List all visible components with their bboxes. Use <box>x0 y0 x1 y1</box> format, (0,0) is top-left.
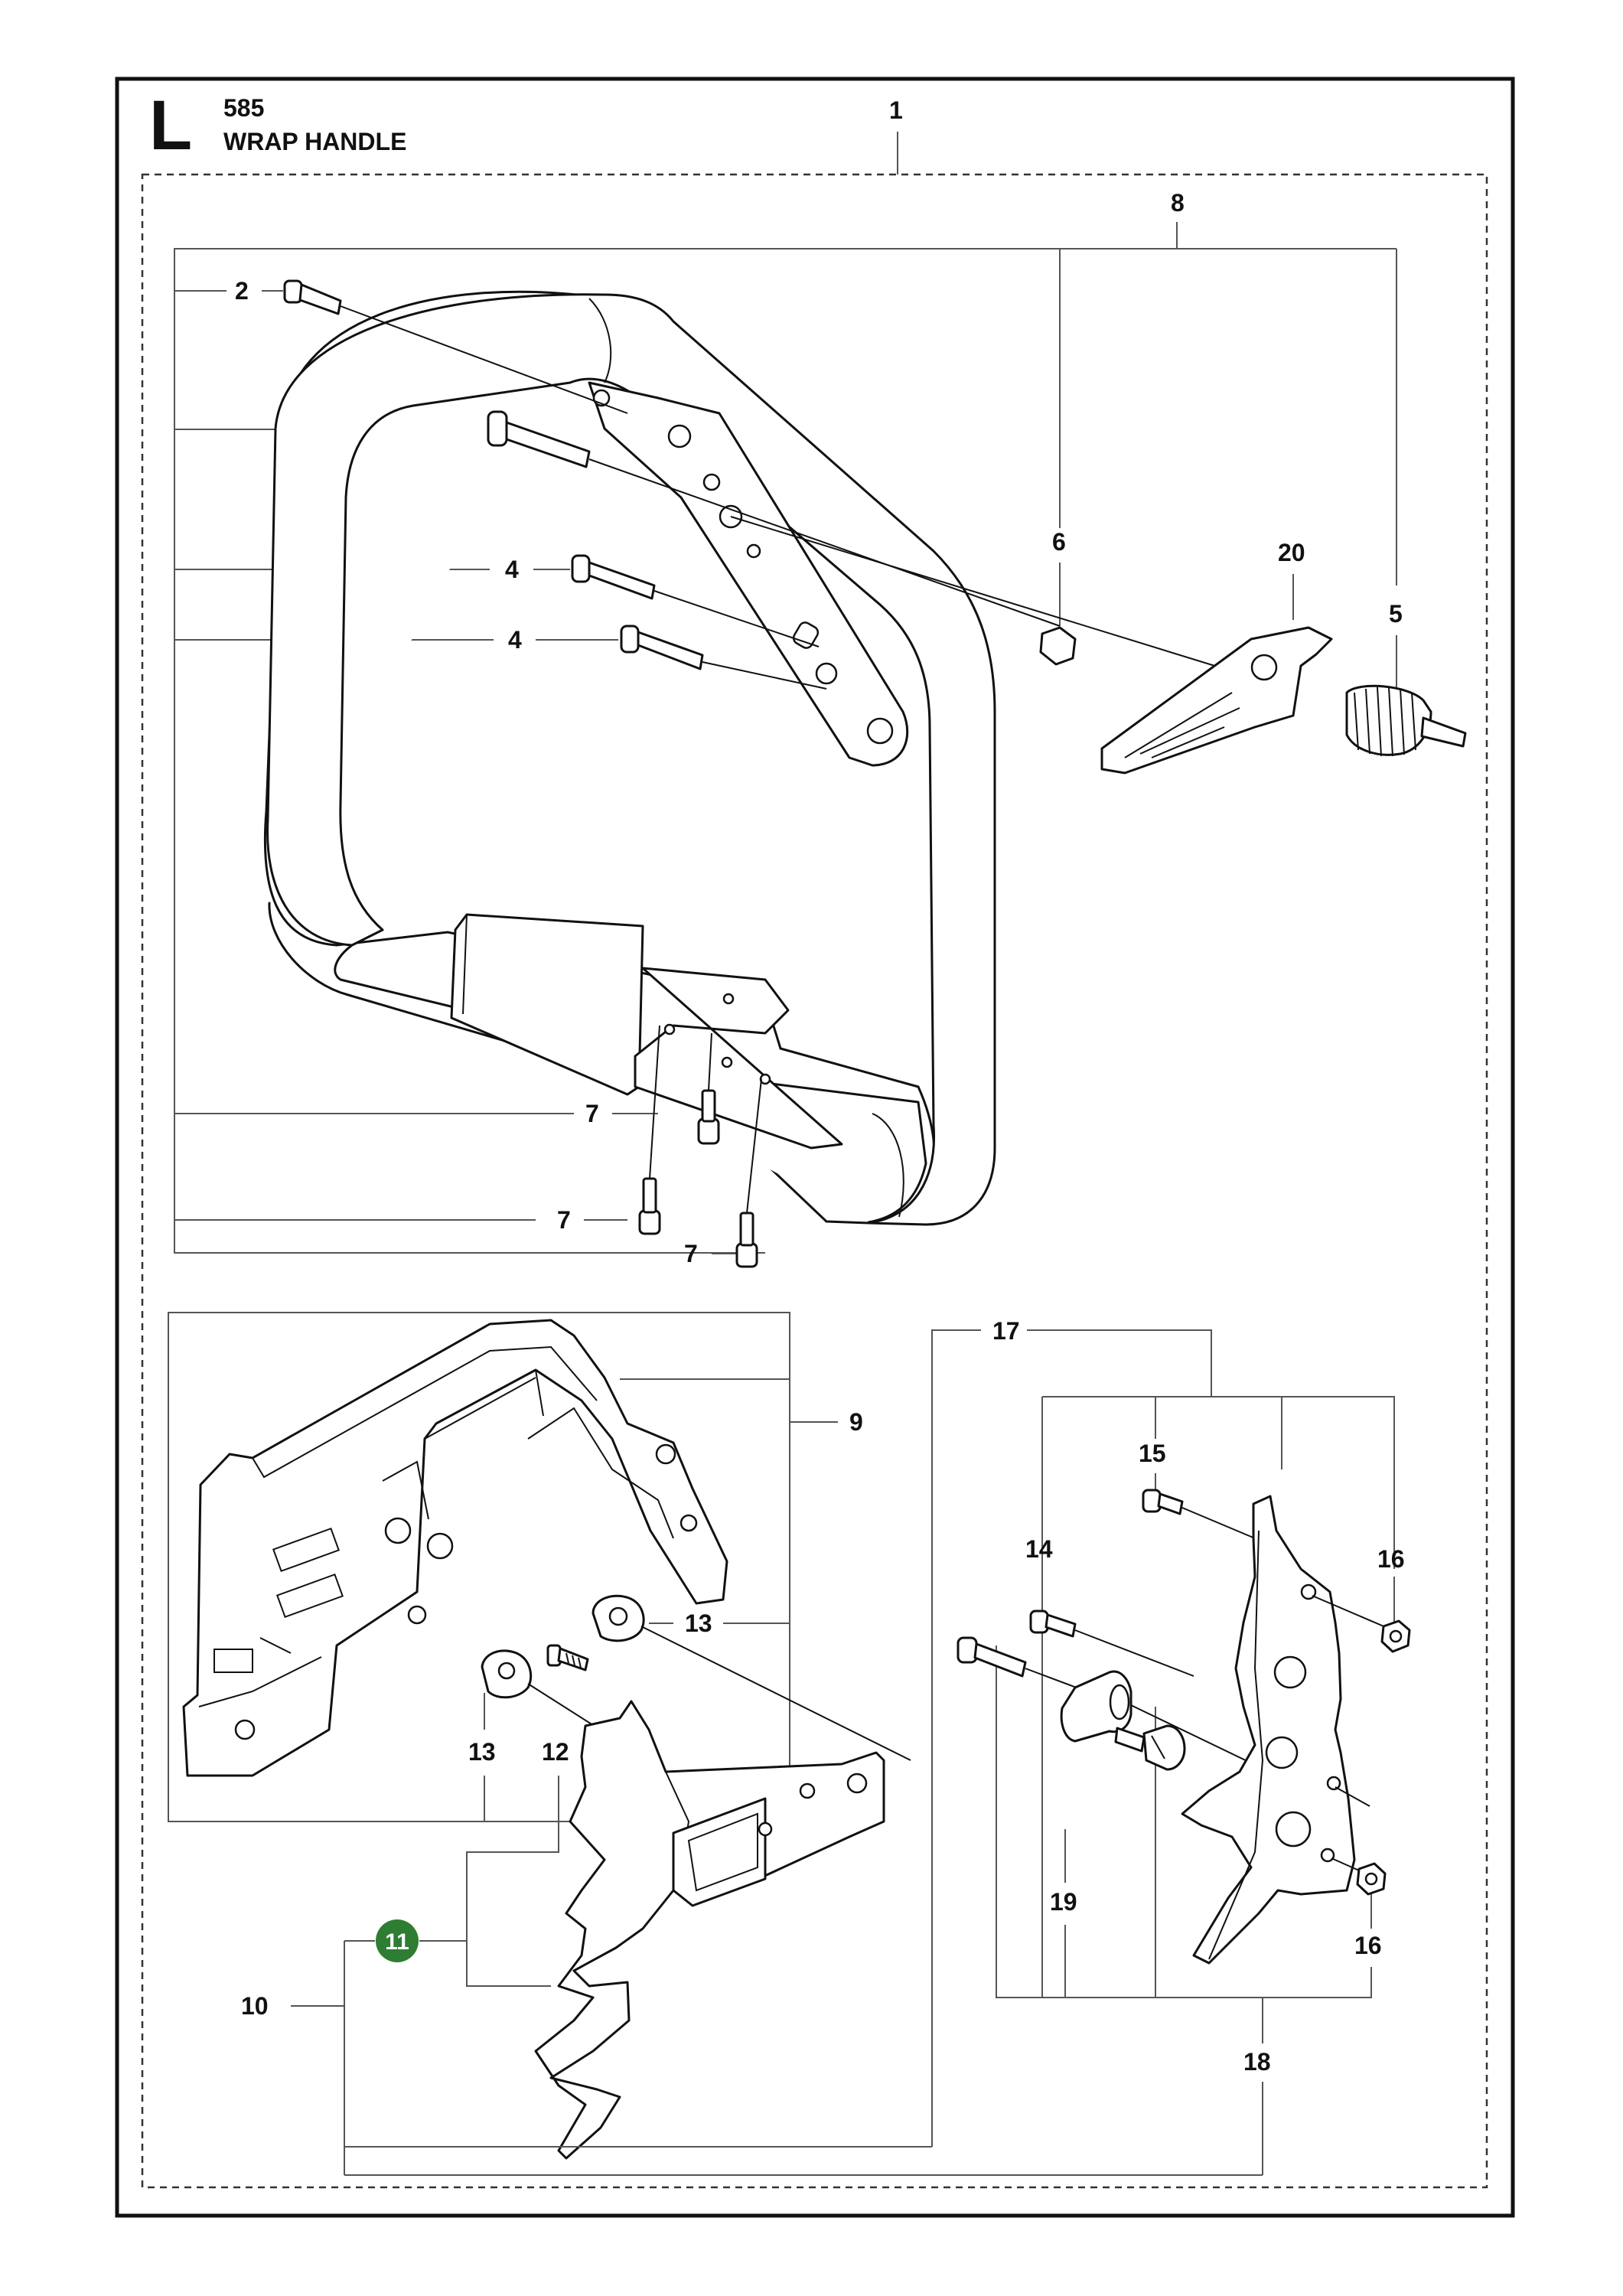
callout-17: 17 <box>992 1317 1020 1345</box>
leader-8 <box>174 222 1178 1254</box>
callout-13b: 13 <box>468 1738 496 1766</box>
callout-2: 2 <box>235 277 249 305</box>
nut-16a <box>1380 1619 1411 1653</box>
chain-brake-housing-9 <box>182 1319 728 1777</box>
callout-19: 19 <box>1050 1888 1077 1916</box>
screw-4a <box>571 554 820 647</box>
screw-3 <box>487 410 1061 627</box>
callout-15: 15 <box>1139 1440 1166 1467</box>
callout-9: 9 <box>849 1408 863 1436</box>
callout-11: 11 <box>385 1929 409 1955</box>
square-nut-6 <box>1039 626 1077 666</box>
screw-7a <box>697 1032 720 1145</box>
section-letter: L <box>149 86 192 165</box>
handle-end-plate-20 <box>1100 626 1333 775</box>
grip-sleeve <box>450 913 644 1096</box>
callout-16b: 16 <box>1354 1932 1382 1959</box>
callout-16a: 16 <box>1377 1545 1405 1573</box>
leader-17b <box>1027 1329 1212 1397</box>
callout-6: 6 <box>1052 528 1066 556</box>
callout-5: 5 <box>1389 600 1403 628</box>
leader-17 <box>931 1329 981 2147</box>
assembly-dashed-frame <box>141 173 1488 2189</box>
leader-17c <box>1042 1396 1395 1569</box>
callout-7a: 7 <box>585 1100 599 1127</box>
callout-1: 1 <box>889 96 903 124</box>
callout-14: 14 <box>1025 1535 1053 1563</box>
leader-11 <box>419 1940 551 1987</box>
outer-frame <box>115 77 1515 2218</box>
callout-20: 20 <box>1278 539 1305 566</box>
model-code: 585 <box>223 94 264 122</box>
spike-bracket-17 <box>1181 1495 1393 1965</box>
callout-10: 10 <box>241 1992 269 2020</box>
callout-7c: 7 <box>684 1240 698 1267</box>
leader-16bb <box>996 1645 1372 1998</box>
handle-lower-bracket <box>634 967 843 1150</box>
highlight-disc <box>376 1919 419 1962</box>
anti-vibration-spring-5 <box>1345 684 1467 757</box>
nut-13b <box>481 1649 613 1738</box>
screw-2 <box>283 279 628 414</box>
leader-12 <box>466 1776 559 1986</box>
screw-pin <box>1114 1724 1186 1771</box>
callout-11-badge[interactable]: 11 <box>376 1919 419 1962</box>
page-title: WRAP HANDLE <box>223 128 406 155</box>
callout-18: 18 <box>1243 2048 1271 2076</box>
callout-13a: 13 <box>685 1609 712 1637</box>
callout-4b: 4 <box>508 626 522 654</box>
nut-13a <box>592 1594 911 1761</box>
screw-7c <box>735 1078 762 1268</box>
callout-7b: 7 <box>557 1206 571 1234</box>
leader-13bb <box>168 1776 485 1822</box>
callout-8: 8 <box>1171 189 1185 217</box>
spike-bumper-11 <box>534 1700 885 2160</box>
axis-line-upper <box>730 516 1240 674</box>
nut-16b <box>1356 1862 1387 1896</box>
screw-long <box>957 1636 1087 1692</box>
spacer-sleeve-19 <box>1060 1670 1294 1784</box>
screw-12 <box>546 1644 589 1671</box>
screw-4b <box>620 625 827 690</box>
screw-15 <box>1142 1489 1256 1539</box>
screw-14 <box>1029 1609 1194 1677</box>
callout-12: 12 <box>542 1738 569 1766</box>
callout-4a: 4 <box>505 556 519 583</box>
screw-7b <box>638 1025 661 1235</box>
